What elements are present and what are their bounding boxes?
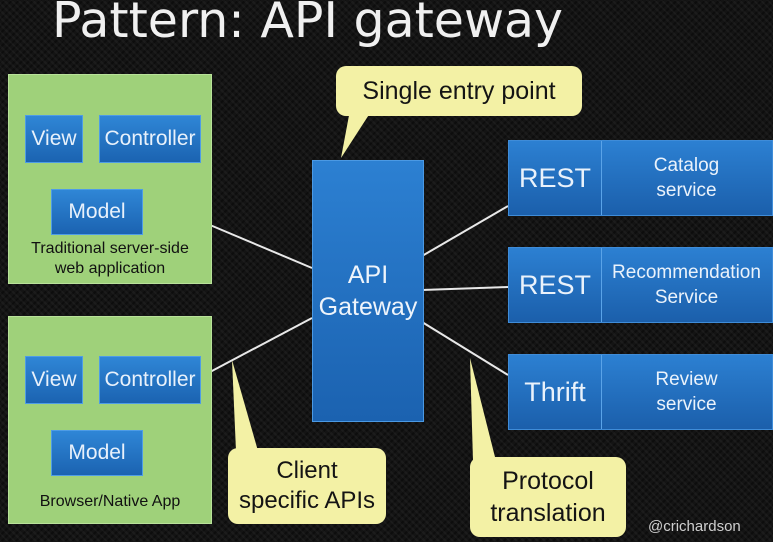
attribution-handle: @crichardson [648, 518, 741, 535]
client-panel-browser-native-app: View Controller Model Browser/Native App [8, 316, 212, 524]
view-label: View [31, 368, 77, 391]
connector-client2-gateway [209, 317, 313, 373]
view-box: View [25, 115, 83, 163]
service-protocol: REST [509, 141, 602, 215]
client-panel-server-side-web-app: View Controller Model Traditional server… [8, 74, 212, 284]
service-name-line1: Review [655, 369, 718, 390]
api-gateway-box: API Gateway [312, 160, 424, 422]
callout-pointer-client-apis [232, 360, 258, 451]
callout-protocol-line2: translation [490, 499, 606, 527]
gateway-label-line2: Gateway [318, 293, 418, 321]
controller-box: Controller [99, 356, 201, 404]
view-box: View [25, 356, 83, 404]
callout-pointer-protocol [470, 358, 496, 461]
gateway-label-line1: API [347, 261, 389, 289]
controller-box: Controller [99, 115, 201, 163]
callout-protocol-line1: Protocol [502, 467, 594, 495]
client-label-server-side: Traditional server-side web application [31, 240, 189, 277]
callout-client-apis-line1: Client [276, 457, 338, 484]
view-label: View [31, 127, 77, 150]
service-name: Review service [601, 355, 772, 429]
connector-gateway-recommendation [421, 286, 509, 291]
connector-client1-gateway [209, 224, 313, 269]
service-protocol: Thrift [509, 355, 602, 429]
service-name-line1: Catalog [653, 155, 720, 176]
controller-label: Controller [104, 368, 196, 391]
slide-title: Pattern: API gateway [52, 0, 564, 49]
service-name-line2: service [656, 394, 717, 415]
controller-label: Controller [104, 127, 196, 150]
service-name-line2: Service [654, 287, 719, 308]
model-box: Model [51, 189, 143, 235]
callout-single-entry-point: Single entry point [336, 66, 582, 116]
callout-client-specific-apis: Client specific APIs [228, 448, 386, 524]
callout-entry-point-text: Single entry point [362, 76, 556, 105]
callout-pointer-entry-point [341, 110, 372, 158]
service-name-line1: Recommendation [612, 262, 761, 283]
model-label: Model [68, 200, 126, 223]
connector-gateway-review [421, 321, 509, 376]
service-protocol: REST [509, 248, 602, 322]
connector-gateway-catalog [421, 205, 509, 257]
model-box: Model [51, 430, 143, 476]
model-label: Model [68, 441, 126, 464]
service-name-line2: service [656, 180, 717, 201]
client-label-browser-native: Browser/Native App [39, 493, 181, 510]
callout-protocol-translation: Protocol translation [470, 457, 626, 537]
service-catalog: REST Catalog service [508, 140, 773, 216]
service-name: Catalog service [601, 141, 772, 215]
callout-client-apis-line2: specific APIs [238, 487, 376, 514]
service-review: Thrift Review service [508, 354, 773, 430]
